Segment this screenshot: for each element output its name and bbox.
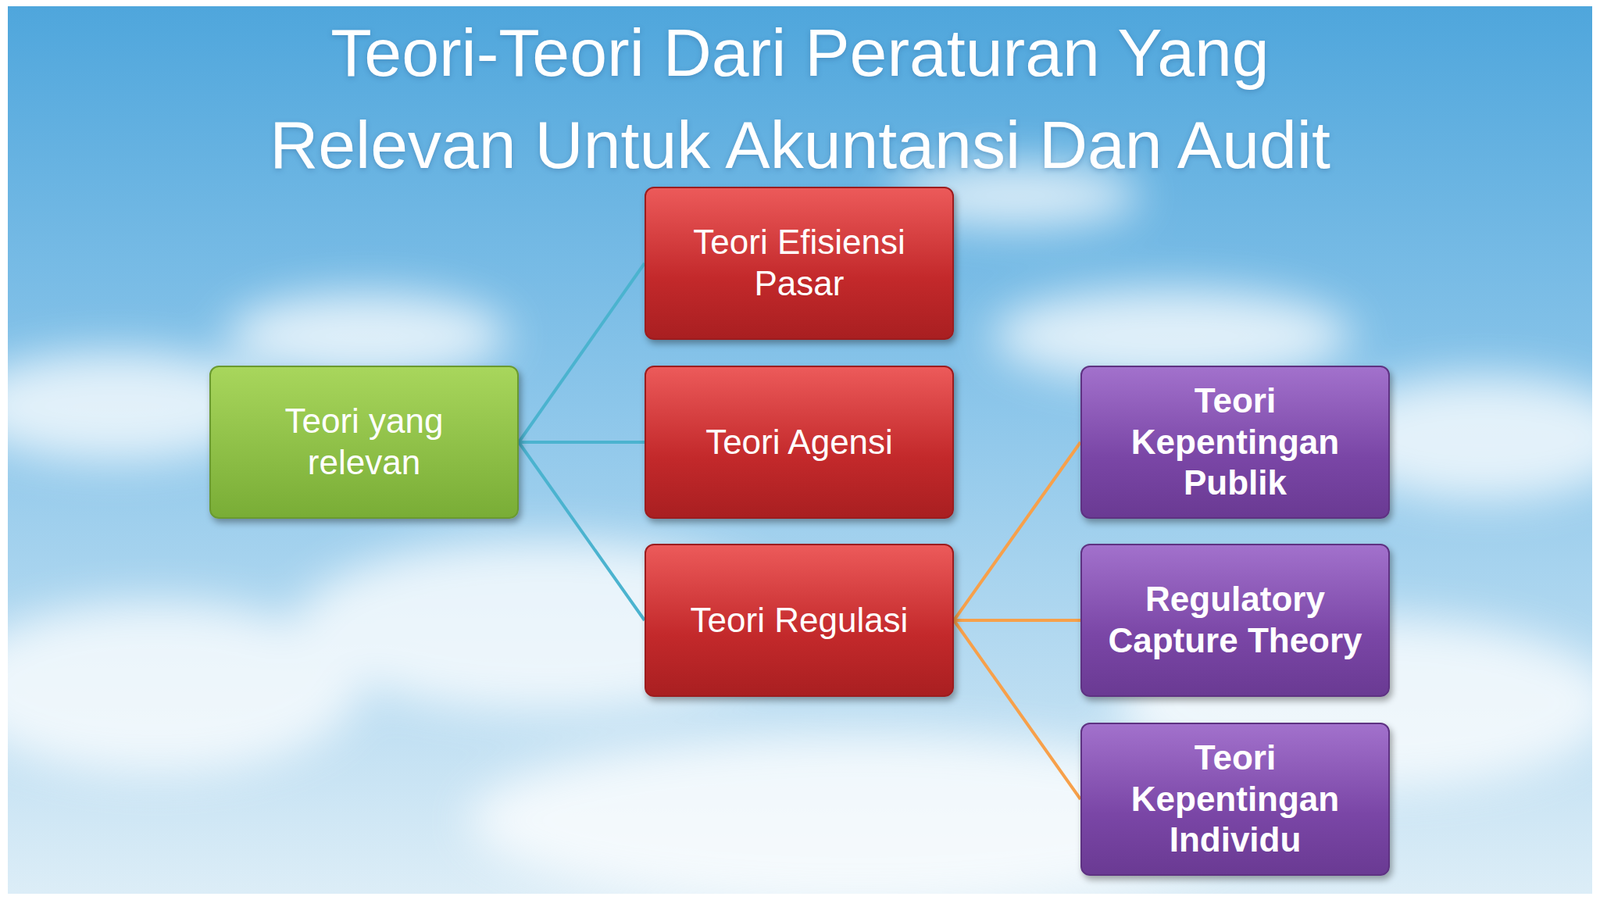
theory-box: Regulatory Capture Theory: [1080, 543, 1390, 697]
connector-line: [518, 440, 645, 444]
connector-line: [953, 618, 1081, 622]
box-label: Teori Efisiensi Pasar: [666, 221, 933, 305]
box-label: Teori Kepentingan Individu: [1102, 737, 1368, 861]
connector-line: [953, 442, 1081, 621]
theory-box: Teori yang relevan: [209, 365, 519, 519]
diagram-title: Teori-Teori Dari Peraturan Yang Relevan …: [0, 6, 1600, 191]
connector-line: [953, 620, 1081, 800]
theory-box: Teori Efisiensi Pasar: [644, 186, 954, 340]
title-text: Teori-Teori Dari Peraturan Yang Relevan …: [214, 6, 1386, 191]
box-label: Teori Agensi: [705, 421, 893, 464]
theory-box: Teori Kepentingan Individu: [1080, 722, 1390, 876]
connector-line: [518, 442, 645, 621]
box-label: Teori yang relevan: [231, 400, 497, 484]
theory-box: Teori Agensi: [644, 365, 954, 519]
box-label: Teori Kepentingan Publik: [1102, 380, 1368, 504]
theory-box: Teori Kepentingan Publik: [1080, 365, 1390, 519]
box-label: Teori Regulasi: [690, 600, 909, 642]
theory-box: Teori Regulasi: [644, 543, 954, 697]
box-label: Regulatory Capture Theory: [1102, 578, 1368, 662]
connector-line: [518, 263, 645, 443]
